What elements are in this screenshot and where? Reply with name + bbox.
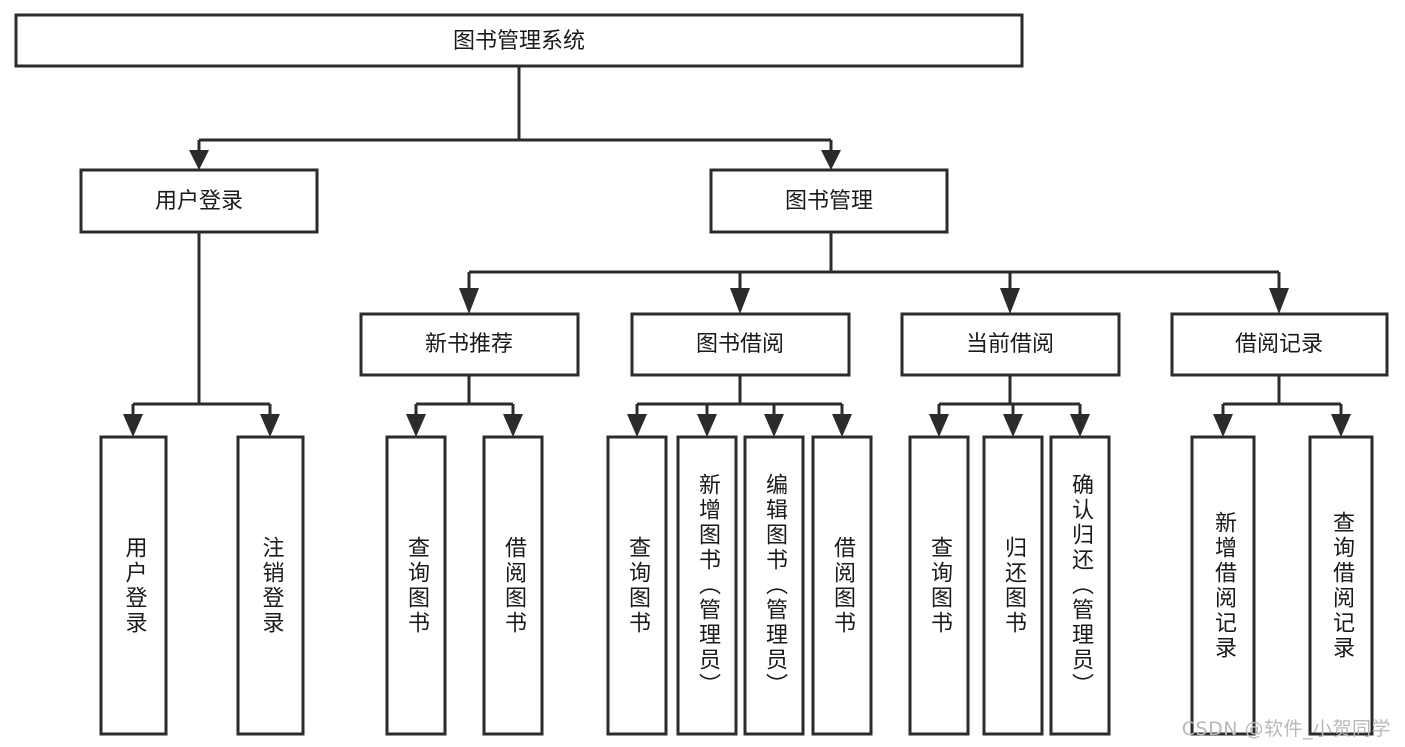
node-current-borrow[interactable]: 当前借阅 [900,312,1121,377]
node-leaf-return-book-box[interactable] [982,435,1044,736]
node-root[interactable]: 图书管理系统 [14,13,1024,68]
node-book-management[interactable]: 图书管理 [709,168,949,234]
node-leaf-confirm-return-admin-box[interactable] [1049,435,1111,736]
arrowhead-borrow-record [1269,288,1289,314]
arrowhead-book-borrow [730,288,750,314]
node-book-borrow[interactable]: 图书借阅 [630,312,851,377]
arrowhead-leaf-borrow-book-recommend [503,414,523,437]
node-leaf-query-borrow-record-box[interactable] [1308,435,1374,736]
node-leaf-query-book-borrow-box[interactable] [606,435,668,736]
node-book-management-label: 图书管理 [785,189,873,214]
node-leaf-add-borrow-record-box[interactable] [1190,435,1256,736]
node-leaf-borrow-book-borrow-box[interactable] [811,435,873,736]
arrowhead-leaf-query-book-recommend [406,414,426,437]
node-book-borrow-box[interactable] [630,312,851,377]
arrowhead-leaf-return-book [1003,414,1023,437]
node-leaf-edit-book-admin-box[interactable] [743,435,805,736]
arrowhead-leaf-confirm-return-admin [1070,414,1090,437]
node-new-book-recommend-box[interactable] [359,312,580,377]
arrowhead-leaf-borrow-book-borrow [832,414,852,437]
node-leaf-query-book-current-box[interactable] [908,435,970,736]
node-user-login-label: 用户登录 [155,189,243,214]
node-borrow-record-box[interactable] [1170,312,1389,377]
node-leaf-borrow-book-recommend-box[interactable] [482,435,544,736]
node-root-label: 图书管理系统 [453,29,585,54]
node-book-borrow-label: 图书借阅 [696,332,784,357]
arrowhead-leaf-edit-book-admin [764,414,784,437]
node-book-management-box[interactable] [709,168,949,234]
watermark-text: CSDN @软件_小贺同学 [1181,718,1391,740]
node-leaf-query-book-recommend-box[interactable] [385,435,447,736]
node-borrow-record[interactable]: 借阅记录 [1170,312,1389,377]
node-user-login-box[interactable] [79,168,319,234]
arrowhead-leaf-query-book-borrow [627,414,647,437]
node-leaf-user-login-box[interactable] [99,435,168,736]
arrowhead-leaf-query-borrow-record [1331,414,1351,437]
node-root-box[interactable] [14,13,1024,68]
node-new-book-recommend[interactable]: 新书推荐 [359,312,580,377]
arrowhead-leaf-logout-login [260,414,280,437]
node-current-borrow-label: 当前借阅 [966,332,1054,357]
node-current-borrow-box[interactable] [900,312,1121,377]
arrowhead-leaf-query-book-current [929,414,949,437]
arrowhead-leaf-add-borrow-record [1213,414,1233,437]
arrowhead-book-management [821,150,841,170]
node-new-book-recommend-label: 新书推荐 [425,332,513,357]
arrowhead-new-book-recommend [459,288,479,314]
node-leaf-add-book-admin-box[interactable] [676,435,738,736]
node-leaf-logout-login-box[interactable] [236,435,305,736]
arrowhead-user-login [189,150,209,170]
node-user-login[interactable]: 用户登录 [79,168,319,234]
arrowhead-current-borrow [1000,288,1020,314]
arrowhead-leaf-user-login [123,414,143,437]
connector-layer [123,66,1351,437]
leaf-layer [99,435,1374,736]
node-borrow-record-label: 借阅记录 [1235,332,1323,357]
arrowhead-leaf-add-book-admin [697,414,717,437]
